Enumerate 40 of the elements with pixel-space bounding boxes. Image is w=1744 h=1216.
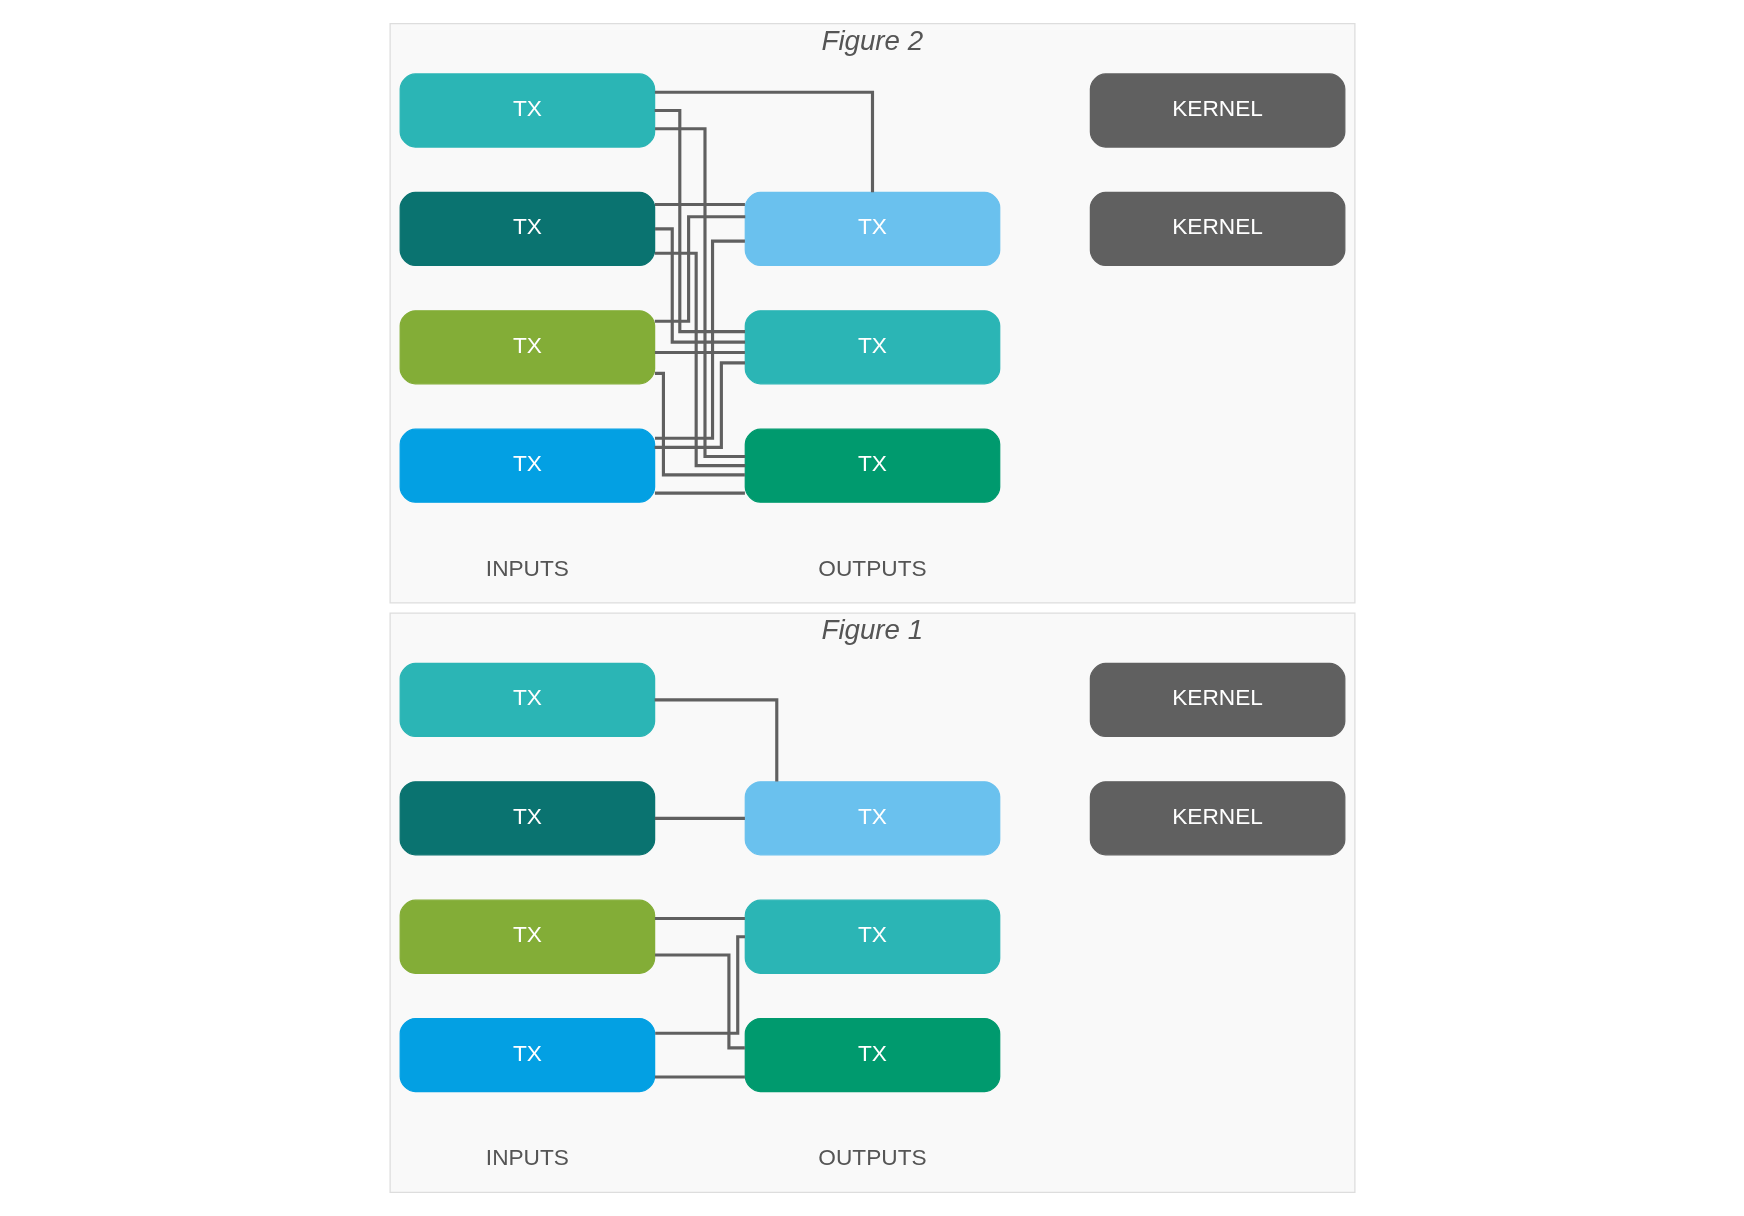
node-box: TX [399, 191, 655, 267]
connector [654, 361, 745, 449]
connector [654, 108, 745, 334]
connector [654, 227, 745, 344]
connector [654, 251, 745, 468]
label: OUTPUTS [817, 554, 927, 581]
label: OUTPUTS [817, 1144, 927, 1171]
node-box: TX [399, 781, 655, 856]
connector [654, 215, 745, 323]
connector [654, 202, 745, 207]
connector [654, 127, 745, 459]
node-box: TX [744, 310, 1000, 385]
node-box: KERNEL [1089, 662, 1345, 738]
node-box: TX [744, 899, 1000, 974]
node-box: TX [744, 781, 1000, 856]
node-box: TX [399, 73, 655, 148]
connector [654, 491, 745, 495]
node-box: TX [399, 1017, 655, 1093]
node-box: TX [744, 191, 1000, 267]
connector [654, 935, 745, 1035]
connector [654, 1075, 745, 1079]
node-box: TX [399, 428, 655, 503]
connector [654, 371, 745, 477]
connector [654, 90, 874, 193]
connector [654, 698, 778, 782]
node-box: KERNEL [1089, 191, 1345, 267]
connector [654, 350, 745, 355]
label: INPUTS [485, 554, 569, 581]
node-box: KERNEL [1089, 73, 1345, 148]
node-box: TX [744, 1017, 1000, 1093]
node-box: TX [399, 899, 655, 974]
node-box: TX [399, 310, 655, 385]
connector [654, 916, 745, 921]
node-box: KERNEL [1089, 781, 1345, 856]
connector [654, 953, 745, 1050]
connector [654, 239, 745, 440]
connector [654, 816, 745, 820]
label: INPUTS [485, 1144, 569, 1171]
node-box: TX [399, 662, 655, 738]
node-box: TX [744, 428, 1000, 503]
